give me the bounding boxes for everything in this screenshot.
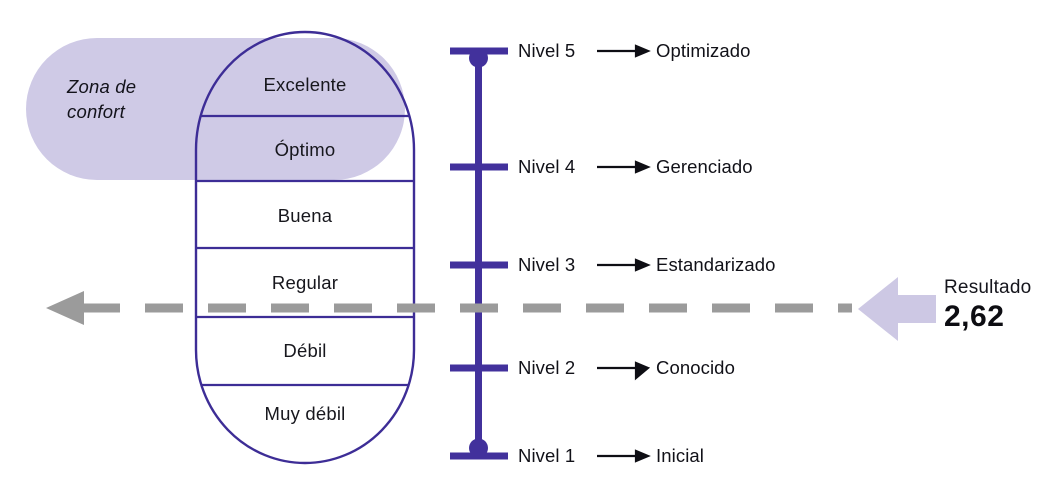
capsule-outline [194,30,416,465]
band-label-buena: Buena [277,205,333,226]
level-label-1: Nivel 1 [518,445,576,466]
band-label-debil: Débil [283,340,327,361]
band-label-excelente: Excelente [263,74,347,95]
comfort-zone-label-line1: Zona de [67,76,137,97]
result-title: Resultado [944,277,1032,298]
band-label-optimo: Óptimo [274,139,336,160]
level-label-2: Nivel 2 [518,357,576,378]
level-label-4: Nivel 4 [518,156,576,177]
level-arrow-2 [597,361,651,381]
level-arrow-1 [597,449,651,463]
level-arrow-5 [597,44,651,58]
level-arrows [597,44,651,463]
level-arrow-3 [597,258,651,272]
band-label-regular: Regular [271,272,339,293]
level-description-2: Conocido [656,357,735,378]
result-line-left-arrowhead [46,291,84,325]
level-label-3: Nivel 3 [518,254,576,275]
comfort-zone-label-line2: confort [67,101,125,122]
axis-endpoint-top-dot [469,48,488,68]
result-block-arrow [858,277,936,341]
level-description-1: Inicial [656,445,704,466]
band-label-muy-debil: Muy débil [264,403,346,424]
result-value: 2,62 [944,300,1005,333]
level-description-3: Estandarizado [656,254,776,275]
level-description-4: Gerenciado [656,156,753,177]
comfort-zone-label: Zona de confort [67,74,136,124]
capsule-comfort-overlay [196,38,405,180]
axis-endpoint-bottom-dot [469,438,488,458]
level-description-5: Optimizado [656,40,751,61]
band-dividers [196,114,414,387]
level-label-5: Nivel 5 [518,40,576,61]
level-arrow-4 [597,160,651,174]
